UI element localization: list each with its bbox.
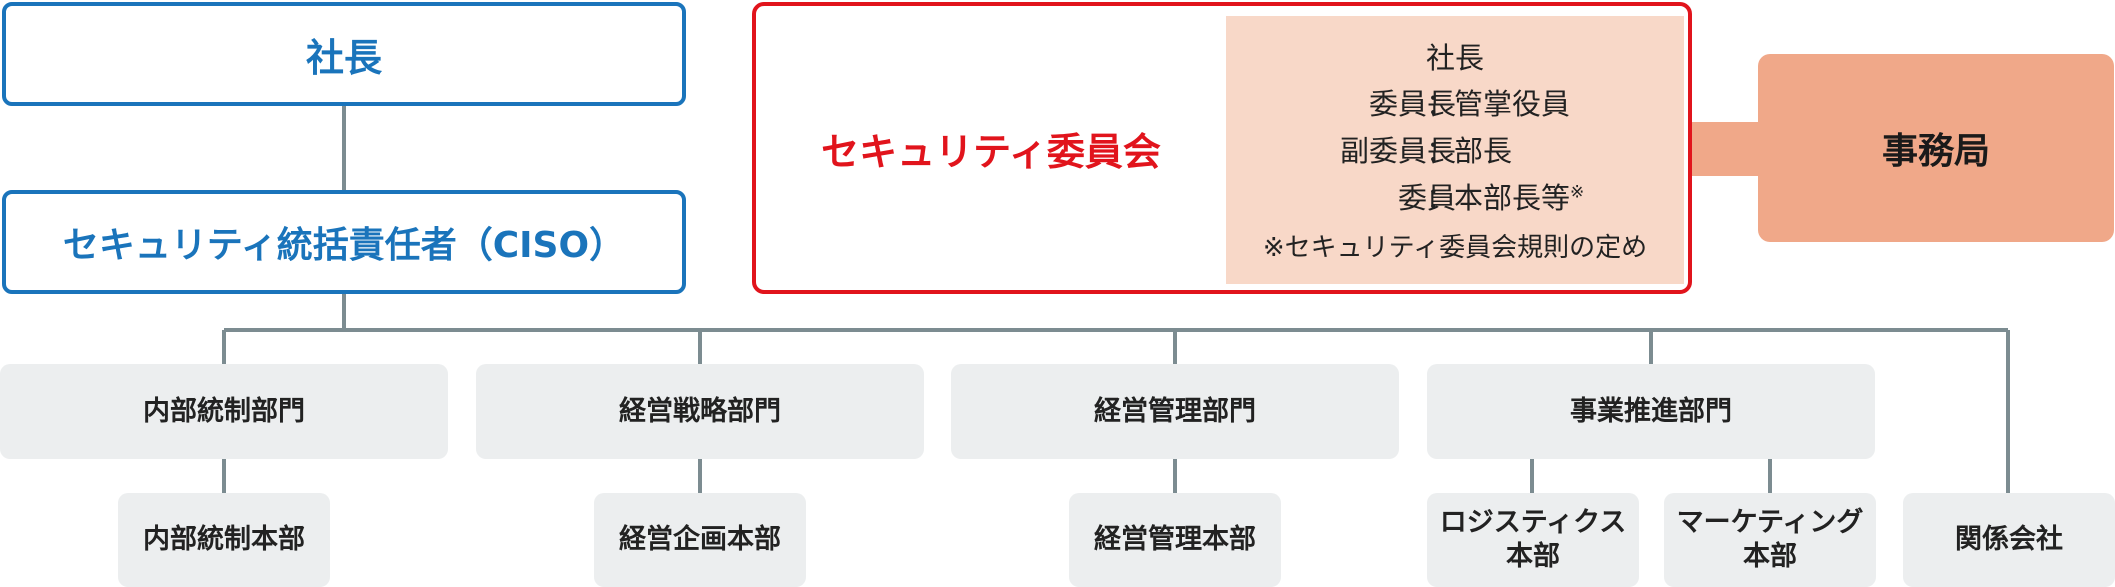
member-role: 委員長 <box>1368 87 1456 121</box>
member-value-text: 本部長等 <box>1454 181 1571 215</box>
secretariat-box: 事務局 <box>1758 54 2114 242</box>
unit-label: 内部統制本部 <box>143 524 305 556</box>
unit-marketing-hq: マーケティング 本部 <box>1664 493 1876 587</box>
committee-note: ※セキュリティ委員会規則の定め <box>1226 226 1684 270</box>
unit-label: マーケティング 本部 <box>1676 507 1864 572</box>
secretariat-bridge <box>1692 122 1762 176</box>
footnote-mark: ※ <box>1570 182 1585 203</box>
security-committee-box: セキュリティ委員会 社長 委員長 ： 管掌役員 副委員長 ： 部長 委員 ： 本… <box>752 2 1692 294</box>
member-role: 委員 <box>1397 181 1456 215</box>
secretariat-label: 事務局 <box>1881 131 1990 172</box>
president-label: 社長 <box>305 35 382 80</box>
unit-corporate-planning-hq: 経営企画本部 <box>594 493 806 587</box>
committee-title-text: セキュリティ委員会 <box>821 129 1161 174</box>
division-strategy: 経営戦略部門 <box>476 364 924 459</box>
unit-label: 経営管理本部 <box>1094 524 1256 556</box>
committee-member-row: 委員長 ： 管掌役員 <box>1226 82 1684 126</box>
committee-note-text: ※セキュリティ委員会規則の定め <box>1262 233 1648 263</box>
member-value: 本部長等※ <box>1454 176 1584 220</box>
unit-label: ロジスティクス 本部 <box>1439 507 1627 572</box>
member-colon: ： <box>1426 181 1456 215</box>
division-label: 内部統制部門 <box>143 395 305 427</box>
affiliates-label: 関係会社 <box>1955 524 2063 556</box>
ciso-box: セキュリティ統括責任者（CISO） <box>2 190 686 294</box>
unit-logistics-hq: ロジスティクス 本部 <box>1427 493 1639 587</box>
division-label: 事業推進部門 <box>1570 395 1732 427</box>
committee-head-text: 社長 <box>1425 41 1484 75</box>
affiliates-box: 関係会社 <box>1903 493 2115 587</box>
member-role: 副委員長 <box>1339 134 1456 168</box>
member-value: 部長 <box>1454 134 1513 168</box>
committee-member-row: 委員 ： 本部長等※ <box>1226 176 1684 220</box>
member-colon: ： <box>1426 134 1456 168</box>
president-box: 社長 <box>2 2 686 106</box>
unit-management-hq: 経営管理本部 <box>1069 493 1281 587</box>
unit-internal-control-hq: 内部統制本部 <box>118 493 330 587</box>
division-management: 経営管理部門 <box>951 364 1399 459</box>
committee-member-row: 副委員長 ： 部長 <box>1226 129 1684 173</box>
division-label: 経営戦略部門 <box>619 395 781 427</box>
committee-title: セキュリティ委員会 <box>756 6 1226 290</box>
member-colon: ： <box>1426 87 1456 121</box>
division-label: 経営管理部門 <box>1094 395 1256 427</box>
division-internal-control: 内部統制部門 <box>0 364 448 459</box>
member-value: 管掌役員 <box>1454 87 1571 121</box>
division-business-promotion: 事業推進部門 <box>1427 364 1875 459</box>
ciso-label: セキュリティ統括責任者（CISO） <box>62 225 626 266</box>
committee-members-panel: 社長 委員長 ： 管掌役員 副委員長 ： 部長 委員 ： 本部長等※ ※セキュリ… <box>1226 16 1684 284</box>
committee-head: 社長 <box>1226 36 1684 80</box>
unit-label: 経営企画本部 <box>619 524 781 556</box>
